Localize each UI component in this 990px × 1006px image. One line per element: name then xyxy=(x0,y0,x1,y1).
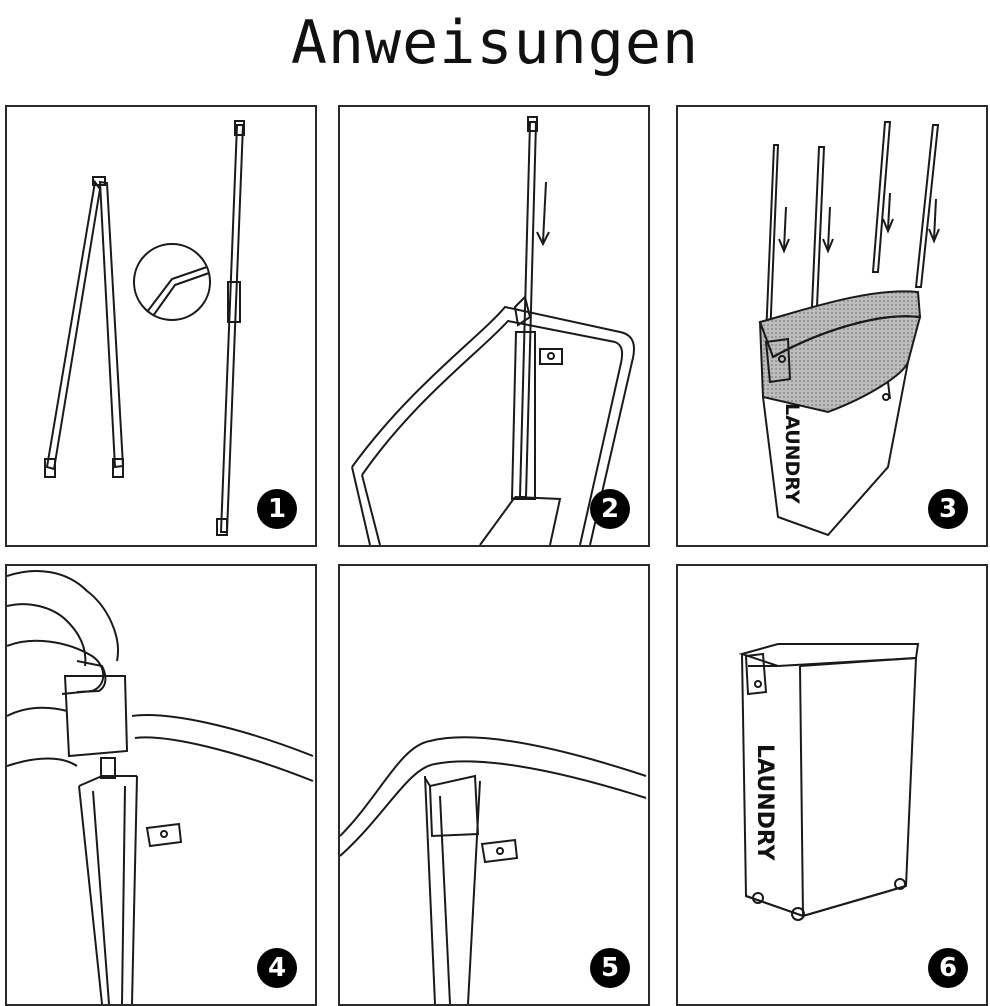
page-title: Anweisungen xyxy=(290,8,700,78)
step-6-panel: LAUNDRY 6 xyxy=(676,564,988,1006)
step-3-illustration: LAUNDRY xyxy=(758,121,940,537)
step-5-illustration xyxy=(340,736,647,1004)
step-4-illustration xyxy=(7,570,314,1004)
step-2-illustration xyxy=(351,116,635,545)
step-3-panel: LAUNDRY 3 xyxy=(676,105,988,547)
step-number-badge: 5 xyxy=(590,948,630,988)
step-5-panel: 5 xyxy=(338,564,650,1006)
step-2-panel: 2 xyxy=(338,105,650,547)
step-number-badge: 6 xyxy=(928,948,968,988)
step-6-illustration: LAUNDRY xyxy=(738,643,920,921)
step-number-badge: 4 xyxy=(257,948,297,988)
step-number-badge: 3 xyxy=(928,489,968,529)
laundry-label: LAUNDRY xyxy=(781,403,803,504)
step-1-panel: 1 xyxy=(5,105,317,547)
step-4-panel: 4 xyxy=(5,564,317,1006)
step-1-illustration xyxy=(44,120,245,536)
laundry-label: LAUNDRY xyxy=(752,744,777,862)
step-number-badge: 2 xyxy=(590,489,630,529)
step-number-badge: 1 xyxy=(257,489,297,529)
